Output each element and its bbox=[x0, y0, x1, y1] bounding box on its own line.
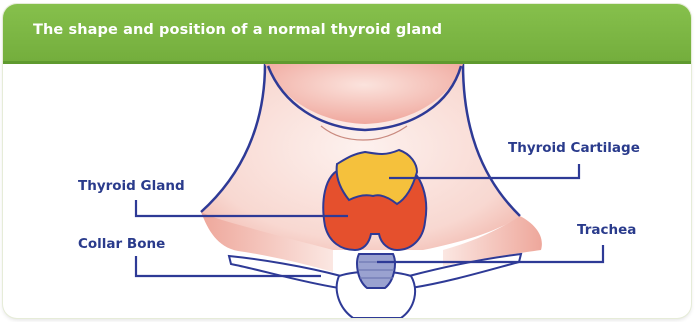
label-thyroid-cartilage: Thyroid Cartilage bbox=[508, 140, 640, 156]
label-collar-bone: Collar Bone bbox=[78, 236, 165, 252]
label-thyroid-gland: Thyroid Gland bbox=[78, 178, 185, 194]
neck-illustration bbox=[3, 4, 691, 318]
diagram-card: The shape and position of a normal thyro… bbox=[3, 4, 691, 318]
trachea-shape bbox=[357, 254, 395, 288]
label-trachea: Trachea bbox=[577, 222, 636, 238]
